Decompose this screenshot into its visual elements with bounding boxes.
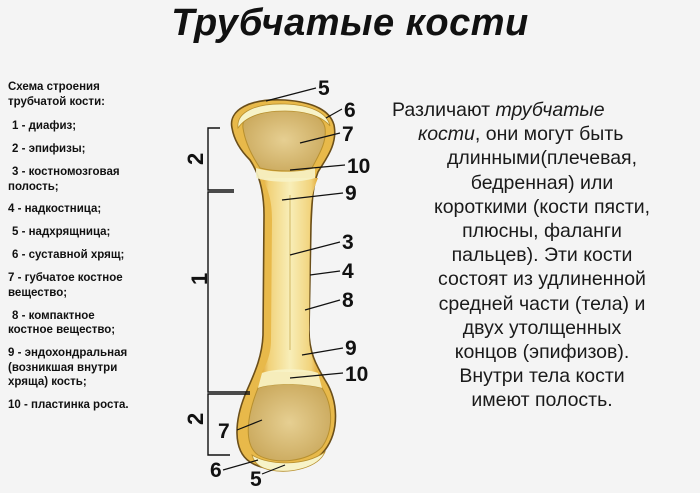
top-growth-plate: [256, 168, 315, 182]
label-2-bottom: 2: [183, 413, 208, 425]
label-5-top: 5: [318, 77, 330, 100]
legend-item-7: 7 - губчатое костное вещество;: [8, 271, 183, 300]
description-line: средней части (тела) и: [438, 292, 646, 315]
description-line: короткими (кости пясти,: [433, 195, 651, 218]
legend-item-9: 9 - эндохондральная (возникшая внутри хр…: [8, 346, 183, 390]
legend-item-3: 3 - костномозговая полость;: [8, 165, 183, 194]
brackets: [207, 127, 250, 456]
description-text: Различают трубчатые кости, они могут быт…: [392, 98, 692, 413]
bottom-growth-plate: [258, 369, 322, 388]
bracket-bottom-epiphysis: [207, 393, 250, 456]
legend-line: полость;: [8, 180, 59, 193]
legend-heading-line: трубчатой кости:: [8, 95, 105, 108]
description-line: кости, они могут быть: [392, 122, 692, 146]
legend-heading-line: Схема строения: [8, 81, 100, 93]
legend-item-2: 2 - эпифизы;: [8, 142, 183, 157]
description-line: плюсны, фаланги: [462, 220, 622, 243]
page-title: Трубчатые кости: [171, 2, 529, 44]
legend-line: 7 - губчатое костное: [8, 272, 123, 285]
legend-item-8: 8 - компактное костное вещество;: [8, 309, 183, 338]
description-line: состоят из удлиненной: [438, 268, 646, 291]
legend-line: костное вещество;: [8, 324, 116, 337]
description-line: длинными(плечевая,: [446, 147, 638, 170]
label-1: 1: [187, 273, 212, 285]
top-cartilage: [237, 103, 331, 130]
legend-line: (возникшая внутри: [8, 361, 118, 374]
label-8: 8: [342, 289, 354, 312]
description-line: Различают трубчатые: [392, 98, 692, 122]
legend-item-6: 6 - суставной хрящ;: [8, 248, 183, 263]
description-fragment: Различают: [392, 99, 496, 121]
label-4: 4: [342, 260, 354, 283]
legend-line: 10 - пластинка роста.: [8, 399, 129, 412]
bracket-diaphysis: [207, 191, 250, 393]
description-fragment: , они могут быть: [474, 123, 624, 146]
description-line: пальцев). Эти кости: [451, 244, 633, 267]
label-5-bottom: 5: [250, 468, 262, 491]
description-line: Внутри тела кости: [459, 365, 625, 388]
label-10-top: 10: [347, 155, 370, 178]
bottom-epiphysis: [247, 383, 332, 462]
bracket-top-epiphysis: [207, 127, 234, 191]
legend-item-5: 5 - надхрящница;: [8, 225, 183, 240]
description-line: концов (эпифизов).: [454, 341, 630, 364]
label-10-bottom: 10: [345, 363, 368, 386]
legend-line: 2 - эпифизы;: [12, 143, 86, 156]
label-9-bottom: 9: [345, 337, 357, 360]
legend-item-10: 10 - пластинка роста.: [8, 398, 183, 413]
label-6-top: 6: [344, 99, 356, 122]
legend-line: вещество;: [8, 286, 68, 299]
leader-lines: [222, 87, 346, 475]
label-3: 3: [342, 231, 354, 254]
description-line: бедренная) или: [470, 171, 614, 194]
legend-line: 4 - надкостница;: [8, 203, 102, 216]
legend-item-4: 4 - надкостница;: [8, 202, 183, 217]
legend-line: 9 - эндохондральная: [8, 347, 128, 360]
legend-line: 1 - диафиз;: [12, 120, 77, 133]
legend-line: 5 - надхрящница;: [12, 226, 111, 239]
legend-heading: Схема строения трубчатой кости:: [8, 80, 183, 109]
description-line: имеют полость.: [471, 389, 613, 412]
legend-line: 3 - костномозговая: [12, 165, 120, 178]
bottom-cartilage: [251, 450, 326, 472]
description-emphasis: трубчатые: [495, 99, 605, 121]
description-line: двух утолщенных: [462, 316, 622, 339]
legend-line: 6 - суставной хрящ;: [12, 249, 125, 262]
label-7-bottom: 7: [218, 420, 230, 443]
legend: Схема строения трубчатой кости: 1 - диаф…: [8, 80, 183, 421]
label-7-top: 7: [342, 123, 354, 146]
label-9-top: 9: [345, 182, 357, 205]
legend-line: 8 - компактное: [12, 309, 95, 322]
legend-line: хряща) кость;: [8, 376, 87, 389]
label-2-top: 2: [183, 153, 208, 165]
description-emphasis: кости: [418, 123, 475, 146]
legend-item-1: 1 - диафиз;: [8, 119, 183, 134]
label-6-bottom: 6: [210, 459, 222, 482]
